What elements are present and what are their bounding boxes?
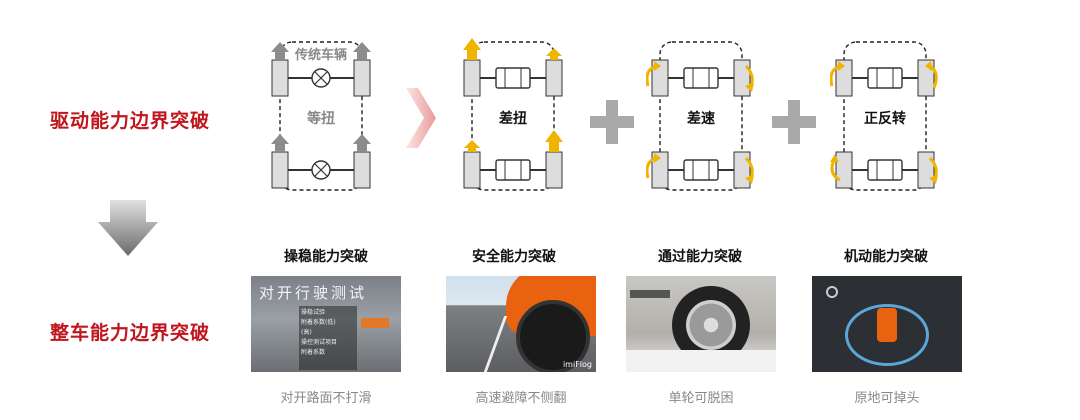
plus-icon (772, 100, 816, 144)
photo-high-speed-avoidance: imiFlog (446, 276, 596, 372)
drivetrain-diagram-torque (458, 36, 568, 196)
vehicle-boundary-label: 整车能力边界突破 (50, 322, 211, 344)
photo-panel-line: (高) (301, 329, 312, 336)
diagram-center-label: 差扭 (499, 111, 527, 127)
capability-title: 通过能力突破 (658, 249, 742, 265)
drivetrain-diagram-rotation (830, 36, 940, 196)
plus-icon (590, 100, 634, 144)
capability-caption: 单轮可脱困 (668, 391, 734, 406)
down-arrow-icon (98, 200, 158, 256)
diagram-center-label: 差速 (687, 111, 715, 127)
photo-tank-turn (812, 276, 962, 372)
photo-watermark: imiFlog (562, 360, 592, 369)
photo-panel-line: 操控测试项目 (301, 339, 338, 346)
capability-caption: 高速避障不侧翻 (475, 391, 567, 406)
capability-title: 安全能力突破 (472, 249, 556, 265)
chevron-right-icon (406, 88, 436, 148)
photo-panel-line: 附着系数 (301, 349, 326, 356)
capability-title: 机动能力突破 (844, 249, 928, 265)
capability-caption: 对开路面不打滑 (280, 391, 372, 406)
diagram-top-label: 传统车辆 (294, 48, 347, 63)
photo-overlay-text: 对开行驶测试 (259, 284, 368, 302)
capability-caption: 原地可掉头 (854, 391, 920, 406)
photo-wheel-escape (626, 276, 776, 372)
drivetrain-diagram-speed (646, 36, 756, 196)
diagram-center-label: 等扭 (307, 111, 335, 127)
photo-panel-line: 操稳试验 (301, 309, 326, 316)
drivetrain-diagram-traditional (266, 36, 376, 196)
photo-split-mu-test: 对开行驶测试 操稳试验 附着系数(低) (高) 操控测试项目 附着系数 (251, 276, 401, 372)
diagram-center-label: 正反转 (864, 111, 906, 127)
drive-boundary-label: 驱动能力边界突破 (50, 110, 211, 132)
photo-panel-line: 附着系数(低) (301, 319, 336, 326)
capability-title: 操稳能力突破 (284, 249, 368, 265)
